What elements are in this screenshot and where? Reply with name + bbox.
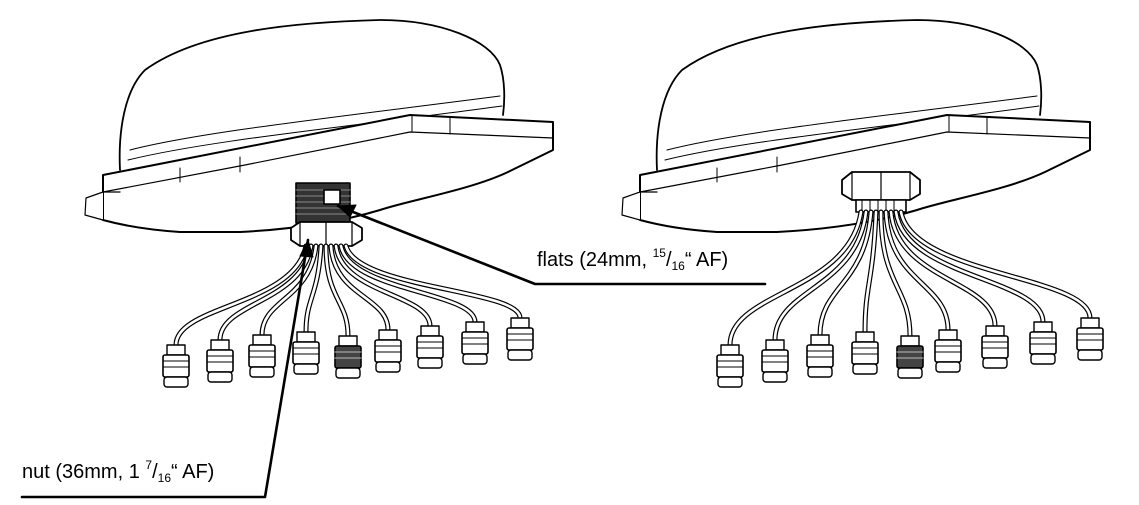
antenna-right bbox=[621, 19, 1091, 233]
callout-nut-leader bbox=[20, 238, 314, 499]
antenna-left bbox=[84, 19, 554, 247]
connector bbox=[806, 334, 834, 378]
cable bbox=[333, 243, 433, 329]
connector bbox=[1029, 321, 1057, 365]
threaded-stud-left bbox=[295, 182, 351, 224]
cable bbox=[303, 243, 324, 335]
cable bbox=[338, 243, 478, 325]
cable bbox=[727, 209, 864, 348]
connector bbox=[1076, 317, 1104, 361]
cable bbox=[893, 209, 1046, 325]
cable bbox=[878, 209, 913, 339]
callout-flats-leader bbox=[336, 204, 767, 286]
dome-right bbox=[655, 19, 1043, 171]
dome-left bbox=[118, 19, 506, 171]
connector bbox=[374, 329, 402, 373]
cable bbox=[173, 243, 309, 348]
connector bbox=[334, 335, 362, 379]
cable bbox=[817, 209, 874, 338]
connector bbox=[292, 331, 320, 375]
cable bbox=[888, 209, 998, 329]
cable bbox=[772, 209, 869, 343]
cable bbox=[343, 243, 523, 321]
cable bbox=[883, 209, 951, 333]
connector bbox=[416, 325, 444, 369]
connector bbox=[761, 339, 789, 383]
cable bbox=[898, 209, 1093, 321]
cable bbox=[323, 243, 351, 339]
connector bbox=[851, 331, 879, 375]
connector bbox=[934, 329, 962, 373]
connector bbox=[981, 325, 1009, 369]
flats-label: flats (24mm, 15/16“ AF) bbox=[537, 246, 729, 273]
cable-harness-right bbox=[716, 209, 1104, 388]
cable bbox=[862, 209, 879, 335]
nut-label: nut (36mm, 1 7/16“ AF) bbox=[22, 458, 215, 485]
nut-right bbox=[841, 171, 921, 213]
connector bbox=[206, 339, 234, 383]
connector bbox=[506, 317, 534, 361]
cable-harness-left bbox=[162, 243, 534, 388]
cable bbox=[328, 243, 391, 333]
connector bbox=[162, 344, 190, 388]
connector bbox=[248, 334, 276, 378]
cable bbox=[259, 243, 319, 338]
nut-left bbox=[290, 221, 363, 247]
connector bbox=[896, 335, 924, 379]
connector bbox=[461, 321, 489, 365]
connector bbox=[716, 344, 744, 388]
